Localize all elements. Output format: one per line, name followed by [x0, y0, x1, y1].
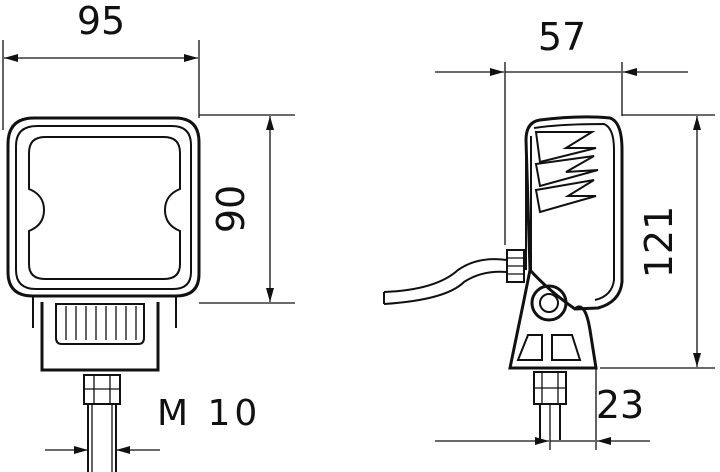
- front-width-label: 95: [77, 0, 125, 43]
- side-view: 57 121 23: [383, 15, 715, 450]
- side-housing: [524, 115, 624, 311]
- cable: [383, 258, 508, 293]
- front-bolt: [87, 404, 117, 472]
- front-view: 95 90 M 10: [2, 0, 295, 472]
- cable-lower: [383, 270, 508, 305]
- front-height-label: 90: [209, 185, 253, 233]
- side-depth-label: 57: [538, 15, 586, 59]
- thread-label: M 10: [157, 393, 261, 434]
- front-heatsink: [55, 303, 145, 345]
- side-nut: [533, 371, 567, 405]
- front-nut: [83, 374, 121, 405]
- front-housing: [6, 116, 201, 298]
- pivot-knob: [530, 284, 568, 322]
- bolt-offset-label: 23: [596, 383, 644, 427]
- front-lens: [28, 136, 181, 280]
- side-bolt: [539, 404, 561, 440]
- side-bracket: [508, 269, 598, 370]
- side-height-label: 121: [637, 206, 681, 279]
- side-fins: [534, 131, 599, 214]
